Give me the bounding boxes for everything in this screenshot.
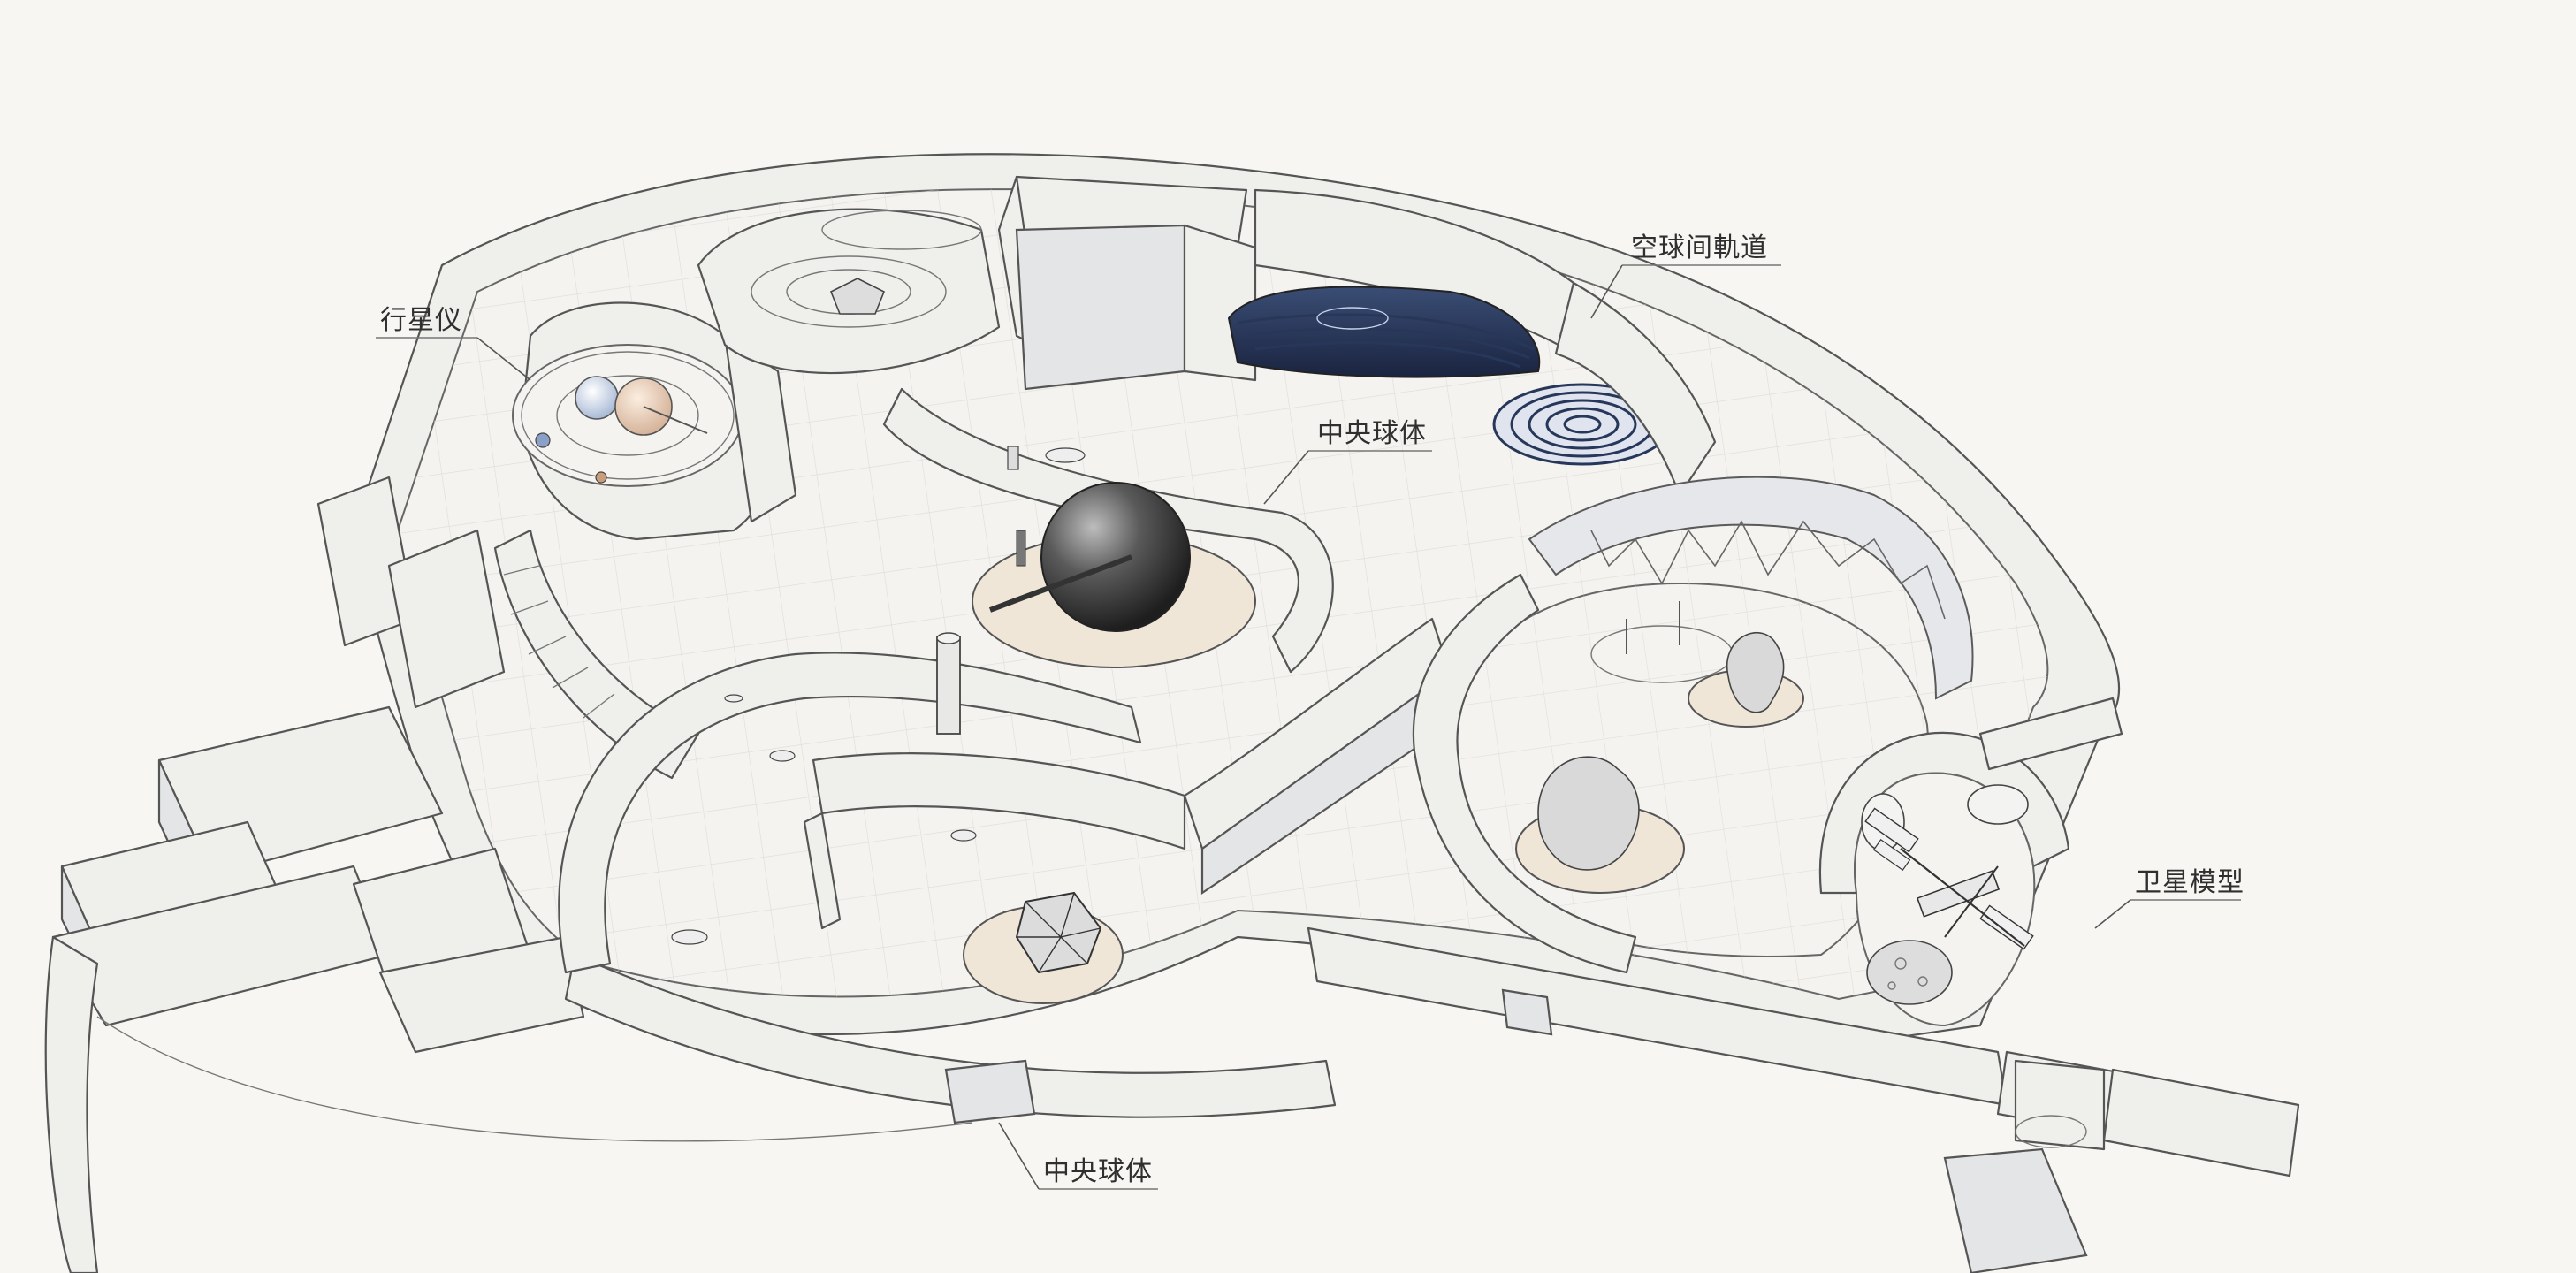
left-annex [44, 476, 973, 1273]
right-annex [1943, 1050, 2300, 1273]
central-sphere [1040, 482, 1191, 632]
orbit-model-room [697, 175, 1063, 375]
satellite-model [1864, 807, 2034, 950]
label-central-sphere-lower: 中央球体 [1043, 1156, 1153, 1187]
front-wall [564, 926, 2008, 1124]
central-sphere-area [882, 387, 1334, 674]
lower-circular-hall [558, 632, 1186, 1004]
lower-left-curved-wall [44, 935, 99, 1273]
label-orbit-track: 空球间軌道 [1631, 232, 1768, 263]
planetarium-room [512, 301, 797, 541]
label-planetarium: 行星仪 [380, 305, 462, 336]
orbit-track-dome [1227, 281, 1717, 497]
label-satellite-model: 卫星模型 [2135, 867, 2244, 898]
lattice-sculpture-large [1537, 756, 1640, 871]
moon-model [1866, 940, 1953, 1005]
right-circular-hall [1412, 476, 1974, 974]
label-central-sphere-upper: 中央球体 [1317, 418, 1427, 449]
small-polyhedron [829, 278, 886, 315]
annotation-labels: 行星仪 空球间軌道 中央球体 中央球体 卫星模型 [380, 232, 2244, 1187]
leader-lines [376, 264, 2241, 1190]
planet-model-blue [575, 376, 619, 420]
sphere-axis-rod [988, 554, 1133, 613]
lattice-sculpture-small [1726, 631, 1785, 713]
satellite-room [1818, 697, 2123, 1027]
